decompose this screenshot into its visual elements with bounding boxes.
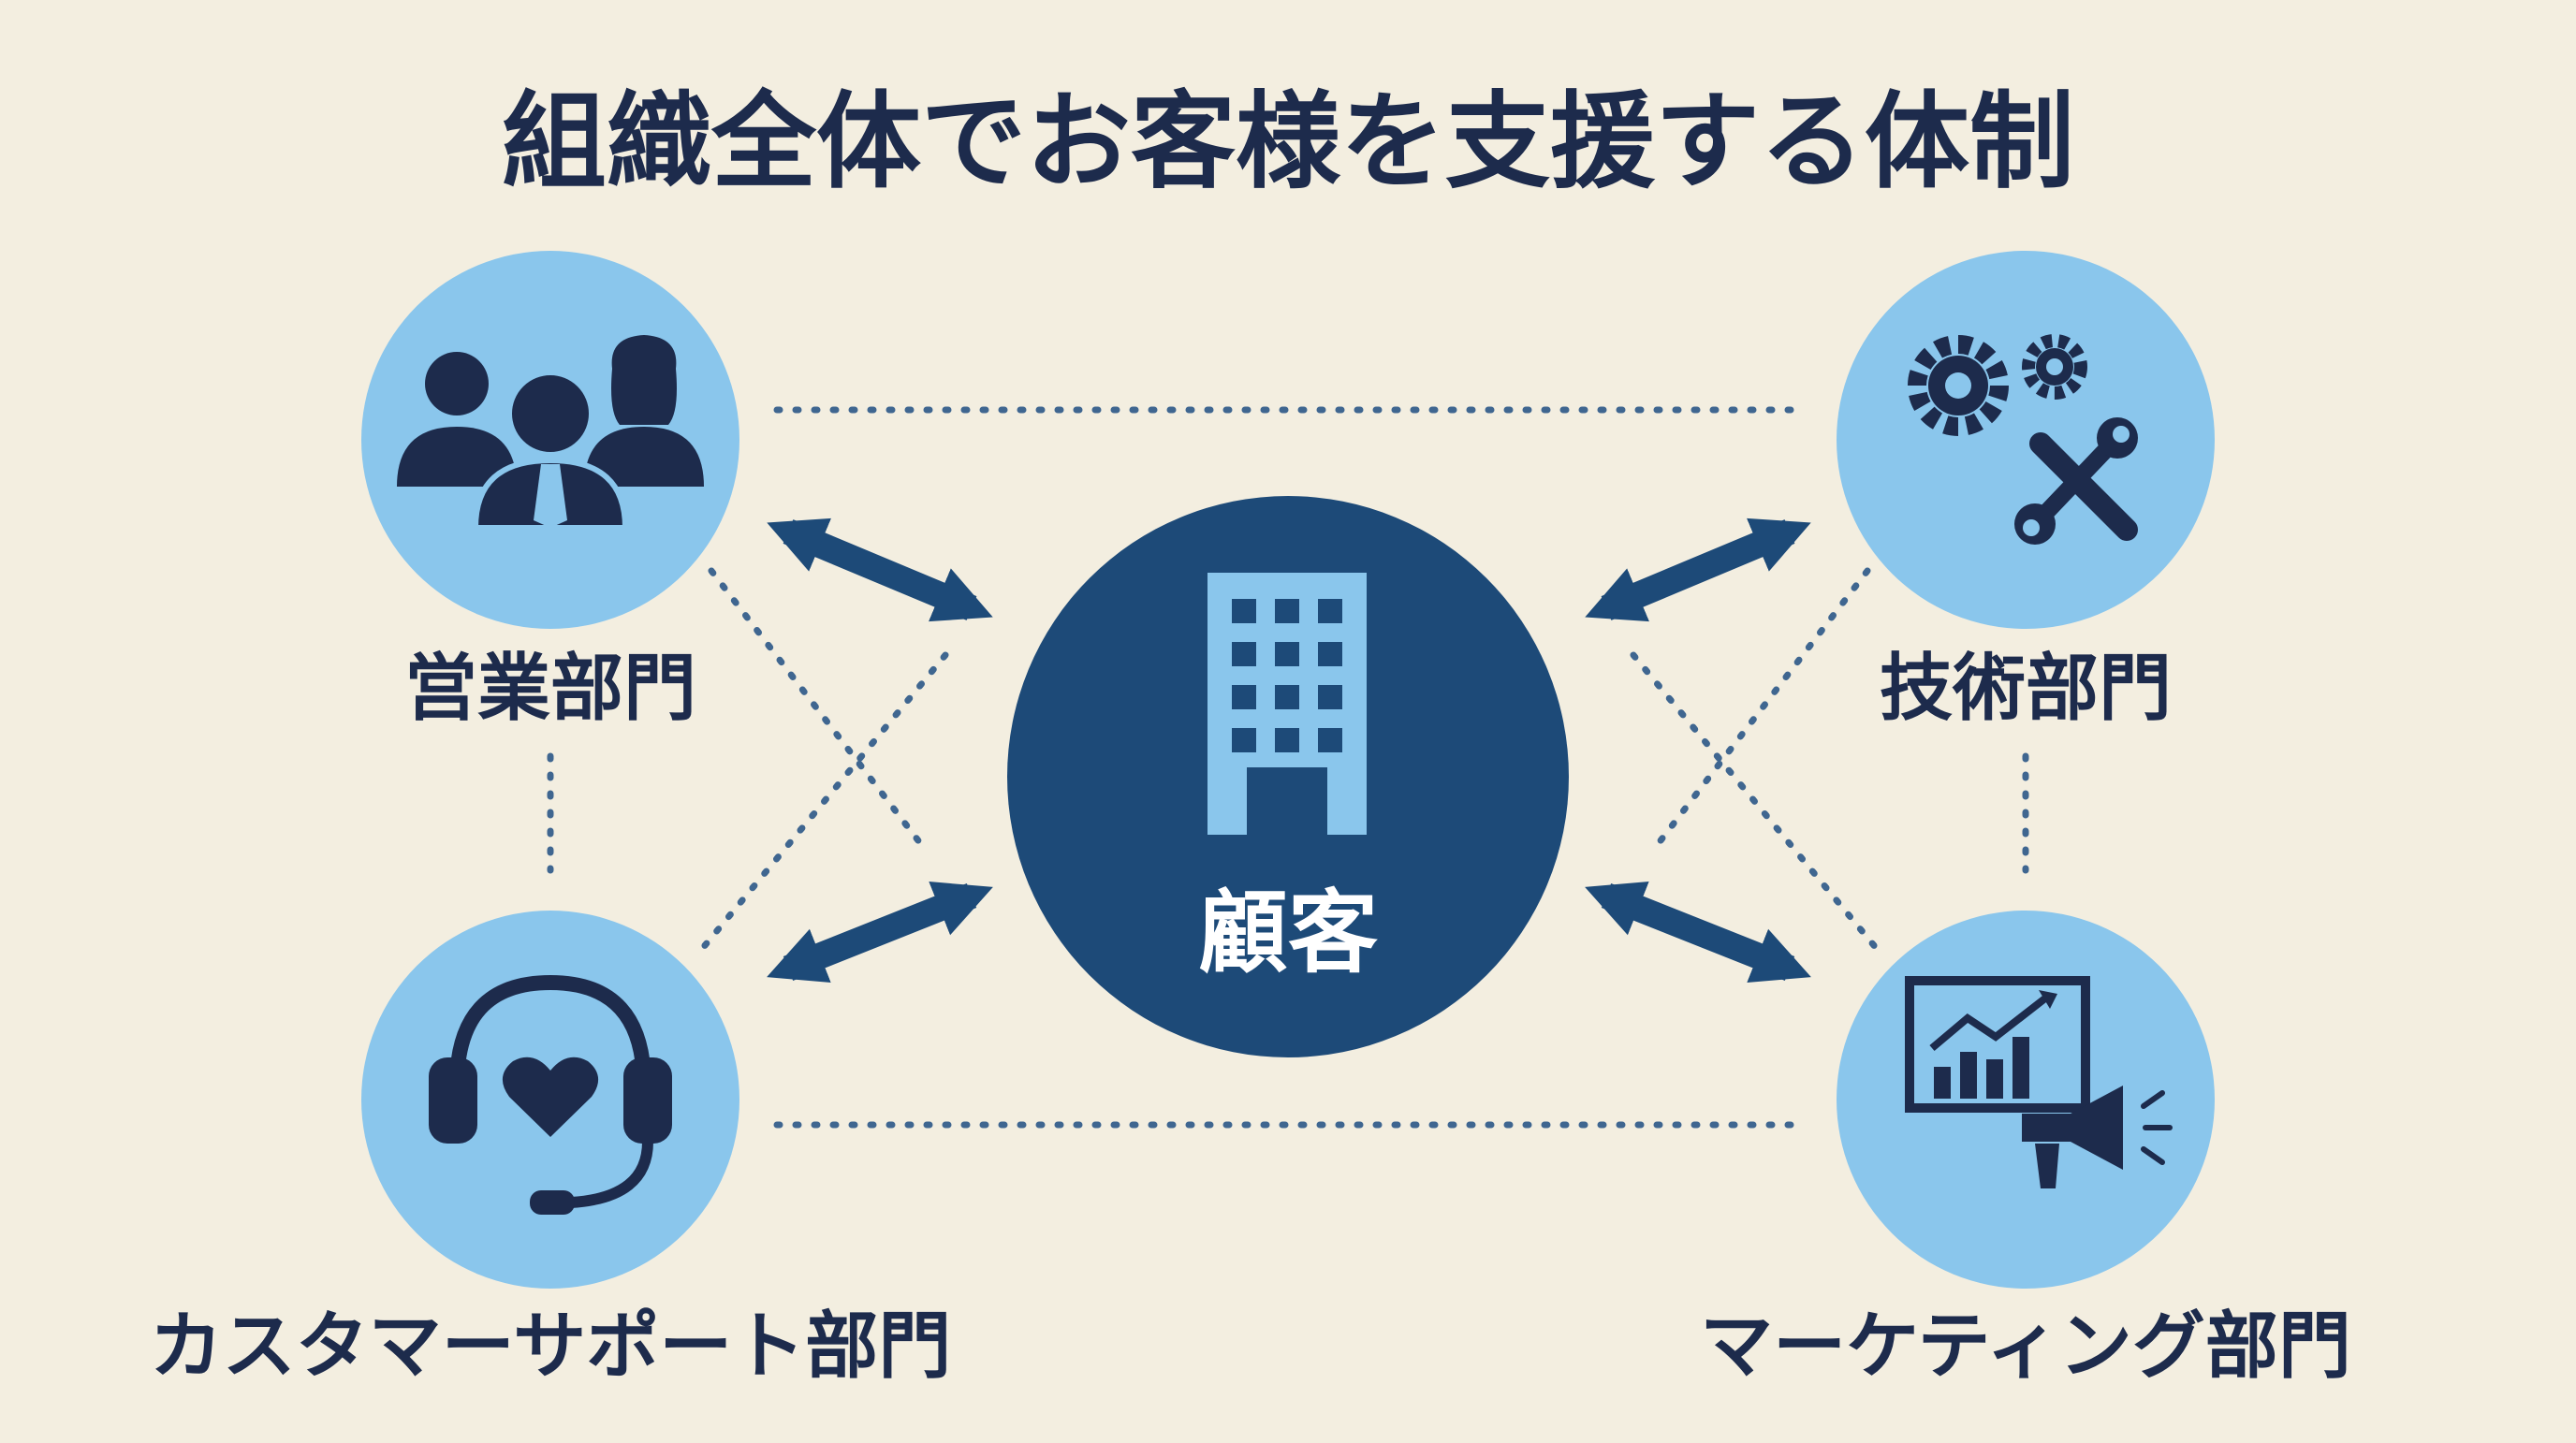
marketing-department-label: マーケティング部門 xyxy=(1700,1305,2351,1389)
arrow-marketing-customer xyxy=(1585,882,1811,983)
connector-marketing-sales-diag xyxy=(1630,651,1885,958)
tech-department-label: 技術部門 xyxy=(1880,647,2172,731)
headset-heart-icon xyxy=(429,974,672,1215)
tech-department-node: 技術部門 xyxy=(1837,251,2215,731)
customer-label: 顧客 xyxy=(1198,881,1378,985)
office-building-icon xyxy=(1208,573,1367,835)
dotted-connectors xyxy=(547,406,2029,1129)
customer-node: 顧客 xyxy=(1007,496,1569,1057)
page-title: 組織全体でお客様を支援する体制 xyxy=(502,81,2074,203)
connector-tech-support-diag xyxy=(1648,567,1871,855)
sales-department-label: 営業部門 xyxy=(404,647,696,731)
arrow-tech-customer xyxy=(1585,517,1811,622)
gears-wrench-icon xyxy=(1908,334,2138,545)
business-team-icon xyxy=(397,335,704,531)
chart-megaphone-icon xyxy=(1905,976,2173,1188)
marketing-department-node: マーケティング部門 xyxy=(1700,911,2351,1389)
support-department-label: カスタマーサポート部門 xyxy=(150,1305,951,1389)
two-way-arrows xyxy=(767,517,1811,983)
arrow-sales-customer xyxy=(767,517,993,622)
connector-support-tech-diag xyxy=(694,651,949,958)
connector-sales-marketing-diag xyxy=(708,567,930,855)
sales-department-node: 営業部門 xyxy=(361,251,739,731)
arrow-support-customer xyxy=(767,882,993,983)
support-department-node: カスタマーサポート部門 xyxy=(150,911,951,1389)
